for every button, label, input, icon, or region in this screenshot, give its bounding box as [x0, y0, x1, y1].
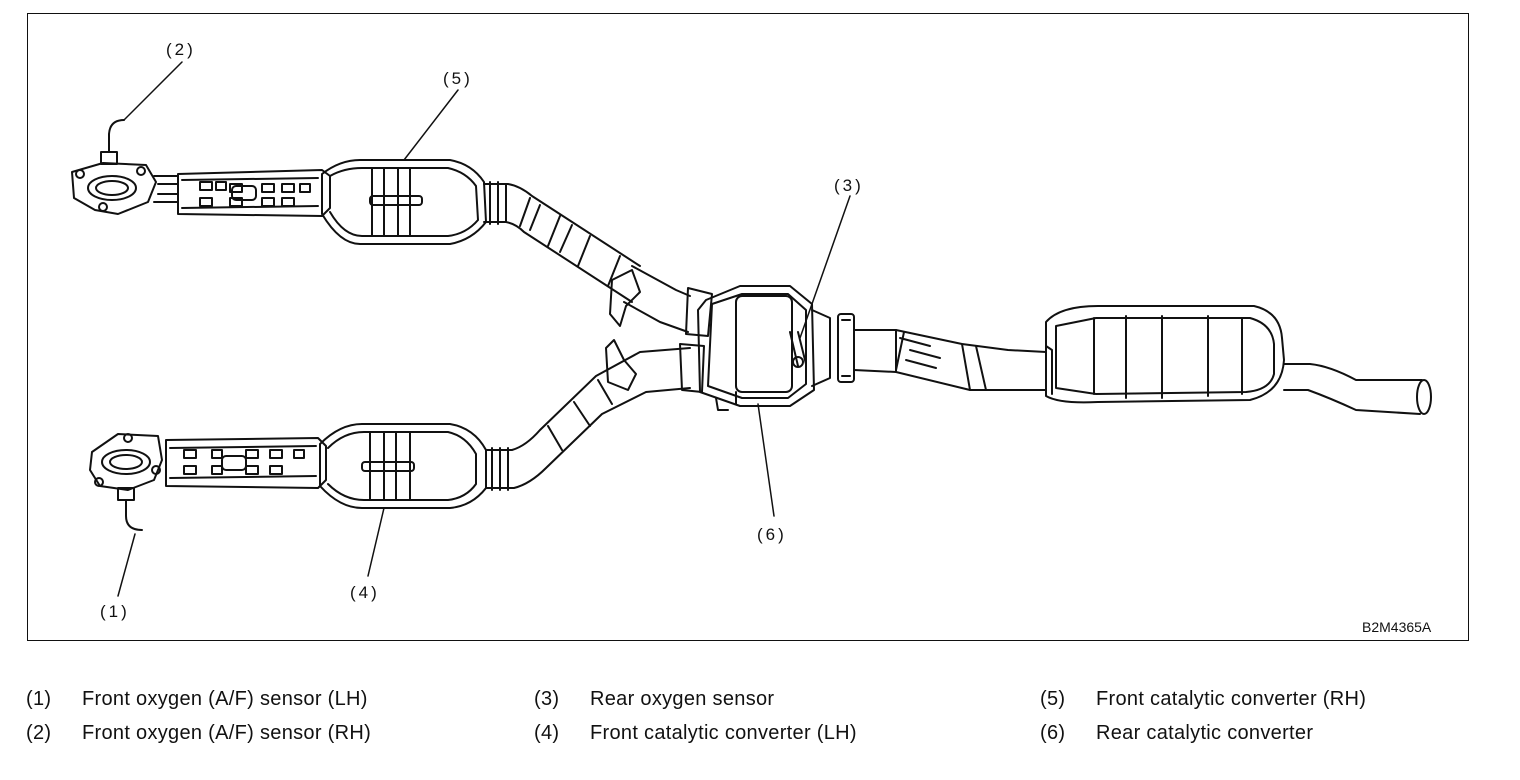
callout-6: (6) [757, 525, 787, 544]
legend-item: (2) Front oxygen (A/F) sensor (RH) [26, 716, 371, 750]
legend-item: (4) Front catalytic converter (LH) [534, 716, 857, 750]
legend-item: (1) Front oxygen (A/F) sensor (LH) [26, 682, 371, 716]
leader-3 [799, 195, 851, 339]
rear-oxygen-sensor [789, 331, 807, 368]
legend-number: (2) [26, 722, 52, 744]
lh-flange-port [101, 449, 151, 475]
rh-flange-bolt-3 [98, 202, 108, 212]
tail-pipe [1283, 363, 1432, 415]
legend-number: (5) [1040, 688, 1066, 710]
lh-hanger-bracket [605, 339, 637, 391]
lh-flex-pipe [165, 437, 327, 489]
callout-3: (3) [834, 176, 864, 195]
lh-front-oxygen-sensor [117, 487, 143, 531]
rh-hanger-bracket [609, 269, 641, 327]
exhaust-system-diagram: (1) (2) (3) (4) (5) (6) B2M4365A [71, 40, 1432, 635]
legend-label: Rear catalytic converter [1096, 722, 1314, 744]
rh-flange-port [87, 175, 137, 201]
rh-flex-pipe [177, 169, 331, 217]
lh-flange-bolt-2 [94, 477, 104, 487]
callout-leaders [117, 61, 851, 597]
legend-item: (5) Front catalytic converter (RH) [1040, 682, 1366, 716]
rh-flange [71, 162, 157, 215]
legend-number: (4) [534, 722, 560, 744]
legend-number: (1) [26, 688, 52, 710]
leader-4 [367, 507, 385, 577]
center-pipe [853, 329, 1047, 391]
callout-4: (4) [350, 583, 380, 602]
legend-column-2: (3) Rear oxygen sensor (4) Front catalyt… [534, 682, 857, 750]
tail-pipe-outlet [1416, 379, 1432, 415]
legend-label: Front catalytic converter (RH) [1096, 688, 1367, 710]
figure-code: B2M4365A [1362, 619, 1432, 635]
rh-front-oxygen-sensor [100, 119, 125, 165]
rear-muffler [1045, 305, 1285, 404]
rear-outlet-flange [837, 313, 855, 383]
lh-flange-bolt-1 [123, 433, 133, 443]
callout-2: (2) [166, 40, 196, 59]
legend-label: Front oxygen (A/F) sensor (LH) [82, 688, 368, 710]
legend-column-1: (1) Front oxygen (A/F) sensor (LH) (2) F… [26, 682, 371, 750]
legend-number: (6) [1040, 722, 1066, 744]
legend-column-3: (5) Front catalytic converter (RH) (6) R… [1040, 682, 1366, 750]
callout-5: (5) [443, 69, 473, 88]
lh-exhaust-branch [89, 339, 705, 531]
legend-item: (6) Rear catalytic converter [1040, 716, 1366, 750]
legend-item: (3) Rear oxygen sensor [534, 682, 857, 716]
rear-catalytic-converter [697, 285, 855, 411]
rh-flange-bolt-2 [136, 166, 146, 176]
rh-flange-bolt-1 [75, 169, 85, 179]
leader-2 [123, 61, 183, 121]
legend-label: Front catalytic converter (LH) [590, 722, 857, 744]
rh-exhaust-branch [71, 119, 713, 337]
leader-6 [757, 403, 775, 517]
legend-label: Rear oxygen sensor [590, 688, 775, 710]
legend-label: Front oxygen (A/F) sensor (RH) [82, 722, 372, 744]
leader-1 [117, 533, 136, 597]
callout-1: (1) [100, 602, 130, 621]
lh-flange-bolt-3 [151, 465, 161, 475]
figure-frame [27, 13, 1469, 641]
leader-5 [403, 89, 459, 161]
legend-number: (3) [534, 688, 560, 710]
